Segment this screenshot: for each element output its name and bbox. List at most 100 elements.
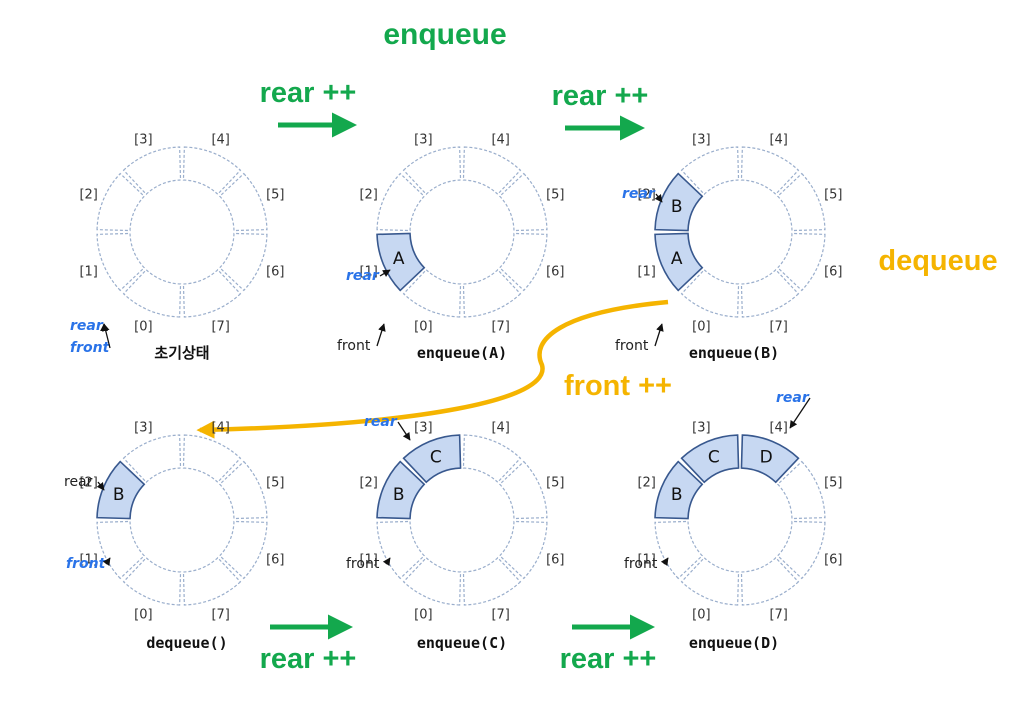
index-label-6: [6] xyxy=(266,553,284,568)
cell-value: C xyxy=(430,448,442,468)
state-caption: dequeue() xyxy=(146,634,227,652)
rear-pointer-arrow xyxy=(96,481,105,491)
queue-cell-1 xyxy=(654,232,704,292)
index-label-4: [4] xyxy=(769,421,787,436)
queue-cell-5 xyxy=(776,172,826,232)
index-label-2: [2] xyxy=(79,187,97,202)
index-label-6: [6] xyxy=(546,553,564,568)
index-label-5: [5] xyxy=(546,187,564,202)
rear-pointer-arrow xyxy=(379,269,391,277)
index-label-7: [7] xyxy=(491,319,509,334)
index-label-1: [1] xyxy=(359,553,377,568)
index-label-0: [0] xyxy=(692,607,710,622)
index-label-2: [2] xyxy=(637,187,655,202)
rear-pointer-label: rear xyxy=(64,474,93,490)
front-pointer-label: front xyxy=(615,338,649,354)
rear-pointer-arrow xyxy=(397,421,411,441)
rear-pointer-label: rear xyxy=(70,318,104,334)
index-label-3: [3] xyxy=(692,421,710,436)
cell-value: B xyxy=(671,197,683,217)
index-label-1: [1] xyxy=(79,553,97,568)
queue-cell-6 xyxy=(218,520,268,580)
state-caption: enqueue(A) xyxy=(417,344,507,362)
rear-pointer-arrow xyxy=(654,193,663,203)
queue-state-3: [0]A[1]B[2][3][4][5][6][7]enqueue(B)rear… xyxy=(615,133,843,362)
queue-cell-4 xyxy=(462,434,522,484)
index-label-3: [3] xyxy=(692,133,710,148)
index-label-6: [6] xyxy=(824,265,842,280)
queue-state-4: [0][1]B[2][3][4][5][6][7]dequeue()rearfr… xyxy=(64,421,285,652)
queue-cell-7 xyxy=(182,556,242,606)
queue-states: [0][1][2][3][4][5][6][7]초기상태rearfront[0]… xyxy=(64,133,843,652)
queue-cell-4 xyxy=(182,434,242,484)
queue-cell-6 xyxy=(218,232,268,292)
front-pointer-arrow xyxy=(376,323,386,347)
state-caption: 초기상태 xyxy=(154,344,209,362)
index-label-1: [1] xyxy=(79,265,97,280)
index-label-5: [5] xyxy=(266,475,284,490)
queue-cell-2 xyxy=(654,172,704,232)
queue-cell-7 xyxy=(462,556,522,606)
index-label-5: [5] xyxy=(824,187,842,202)
index-label-3: [3] xyxy=(414,133,432,148)
queue-cell-1 xyxy=(376,520,426,580)
index-label-7: [7] xyxy=(211,319,229,334)
queue-cell-3 xyxy=(680,434,740,484)
cell-value: B xyxy=(393,485,405,505)
queue-cell-3 xyxy=(402,146,462,196)
queue-state-2: [0]A[1][2][3][4][5][6][7]enqueue(A)rearf… xyxy=(337,133,565,362)
index-label-4: [4] xyxy=(211,133,229,148)
queue-cell-5 xyxy=(218,460,268,520)
rear-increment-label-4: rear ++ xyxy=(560,643,657,675)
cell-value: B xyxy=(113,485,125,505)
index-label-6: [6] xyxy=(266,265,284,280)
rear-increment-label-1: rear ++ xyxy=(260,77,357,109)
index-label-1: [1] xyxy=(637,553,655,568)
front-pointer-label: front xyxy=(624,556,658,572)
dequeue-transition-arrow xyxy=(196,299,669,439)
queue-cell-0 xyxy=(402,268,462,318)
index-label-0: [0] xyxy=(414,607,432,622)
index-label-5: [5] xyxy=(824,475,842,490)
rear-pointer-label: rear xyxy=(346,268,380,284)
queue-cell-1 xyxy=(654,520,704,580)
front-pointer-arrow xyxy=(102,557,111,567)
index-label-3: [3] xyxy=(134,421,152,436)
index-label-3: [3] xyxy=(414,421,432,436)
index-label-0: [0] xyxy=(134,319,152,334)
front-pointer-arrow xyxy=(660,557,669,567)
queue-cell-0 xyxy=(122,556,182,606)
cell-value: D xyxy=(760,448,773,468)
front-increment-label: front ++ xyxy=(564,370,672,402)
index-label-7: [7] xyxy=(769,319,787,334)
queue-cell-0 xyxy=(680,268,740,318)
state-caption: enqueue(D) xyxy=(689,634,779,652)
queue-cell-2 xyxy=(376,172,426,232)
rear-pointer-label: rear xyxy=(364,414,398,430)
front-pointer-arrow xyxy=(101,323,111,349)
index-label-6: [6] xyxy=(824,553,842,568)
rear-pointer-arrow xyxy=(789,397,811,429)
index-label-7: [7] xyxy=(769,607,787,622)
queue-cell-5 xyxy=(776,460,826,520)
index-label-0: [0] xyxy=(692,319,710,334)
rear-pointer-label: rear xyxy=(776,390,810,406)
queue-cell-7 xyxy=(462,268,522,318)
index-label-1: [1] xyxy=(359,265,377,280)
front-pointer-label: front xyxy=(70,340,111,356)
queue-cell-2 xyxy=(654,460,704,520)
queue-cell-6 xyxy=(498,232,548,292)
cell-value: A xyxy=(393,249,405,269)
queue-cell-6 xyxy=(776,520,826,580)
queue-cell-2 xyxy=(96,460,146,520)
queue-cell-4 xyxy=(740,434,800,484)
queue-cell-1 xyxy=(96,520,146,580)
state-caption: enqueue(C) xyxy=(417,634,507,652)
queue-cell-5 xyxy=(498,460,548,520)
index-label-4: [4] xyxy=(491,133,509,148)
index-label-0: [0] xyxy=(134,607,152,622)
queue-cell-7 xyxy=(182,268,242,318)
queue-state-6: [0][1]B[2]C[3]D[4][5][6][7]enqueue(D)rea… xyxy=(624,390,843,652)
cell-value: C xyxy=(708,448,720,468)
